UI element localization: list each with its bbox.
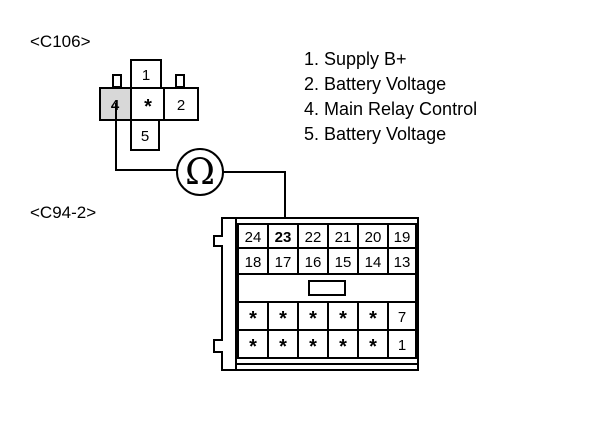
c94-2-pin-24: 24 <box>245 229 262 246</box>
c94-2-pin-7: 7 <box>398 309 406 326</box>
c94-2-pin-21: 21 <box>335 229 352 246</box>
c94-2-empty-pin: * <box>249 336 257 358</box>
c94-2-cell <box>387 301 417 331</box>
c94-2-cell <box>297 329 329 359</box>
c94-2-pin-1: 1 <box>398 337 406 354</box>
c94-2-empty-pin: * <box>309 308 317 330</box>
c106-pin-1-label: 1 <box>142 67 150 84</box>
c94-2-empty-pin: * <box>249 308 257 330</box>
latch-tab-left <box>112 74 122 88</box>
c94-2-empty-pin: * <box>339 336 347 358</box>
c106-pin-5 <box>130 119 160 151</box>
c94-2-latch <box>213 217 236 371</box>
c94-2-cell <box>387 247 417 275</box>
c94-2-pin-23: 23 <box>275 229 292 246</box>
c106-connector: 1 4 * 2 5 <box>99 59 199 151</box>
c94-2-label: <C94-2> <box>30 203 96 222</box>
wire-c106-pin-4 <box>115 103 178 171</box>
c94-2-pin-20: 20 <box>365 229 382 246</box>
c94-2-empty-pin: * <box>369 308 377 330</box>
c94-2-empty-pin: * <box>339 308 347 330</box>
ohm-symbol: Ω <box>185 152 215 193</box>
c94-2-cell <box>297 247 329 275</box>
c106-pin-3-label: * <box>144 96 152 118</box>
c94-2-connector: 24 23 22 21 20 19 18 17 16 15 14 13 * * … <box>213 217 419 371</box>
c106-label: <C106> <box>30 32 91 51</box>
c106-pin-5-label: 5 <box>141 128 149 145</box>
pin-legend: 1. Supply B+ 2. Battery Voltage 4. Main … <box>304 49 477 144</box>
c94-2-empty-pin: * <box>309 336 317 358</box>
legend-item-4: 4. Main Relay Control <box>304 99 477 119</box>
c94-2-pin-15: 15 <box>335 254 352 271</box>
c94-2-cell <box>327 329 359 359</box>
legend-item-5: 5. Battery Voltage <box>304 124 446 144</box>
c94-2-cell <box>237 301 269 331</box>
legend-item-1: 1. Supply B+ <box>304 49 407 69</box>
c94-2-empty-pin: * <box>369 336 377 358</box>
c94-2-empty-pin: * <box>279 308 287 330</box>
latch-tab-right <box>175 74 185 88</box>
c94-2-pin-16: 16 <box>305 254 322 271</box>
c94-2-cell <box>387 329 417 359</box>
c106-pin-2-label: 2 <box>177 97 185 114</box>
c94-2-empty-pin: * <box>279 336 287 358</box>
c94-2-pin-18: 18 <box>245 254 262 271</box>
legend-item-2: 2. Battery Voltage <box>304 74 446 94</box>
c94-2-pin-22: 22 <box>305 229 322 246</box>
c94-2-pin-17: 17 <box>275 254 292 271</box>
c94-2-pin-14: 14 <box>365 254 382 271</box>
c94-2-keyway <box>308 280 346 296</box>
ohmmeter-circuit: Ω <box>115 103 286 236</box>
c94-2-pin-19: 19 <box>394 229 411 246</box>
c94-2-cell <box>267 329 299 359</box>
wire-c94-2-pin-23 <box>222 171 286 236</box>
c106-pin-2 <box>163 87 199 121</box>
c94-2-pin-13: 13 <box>394 254 411 271</box>
